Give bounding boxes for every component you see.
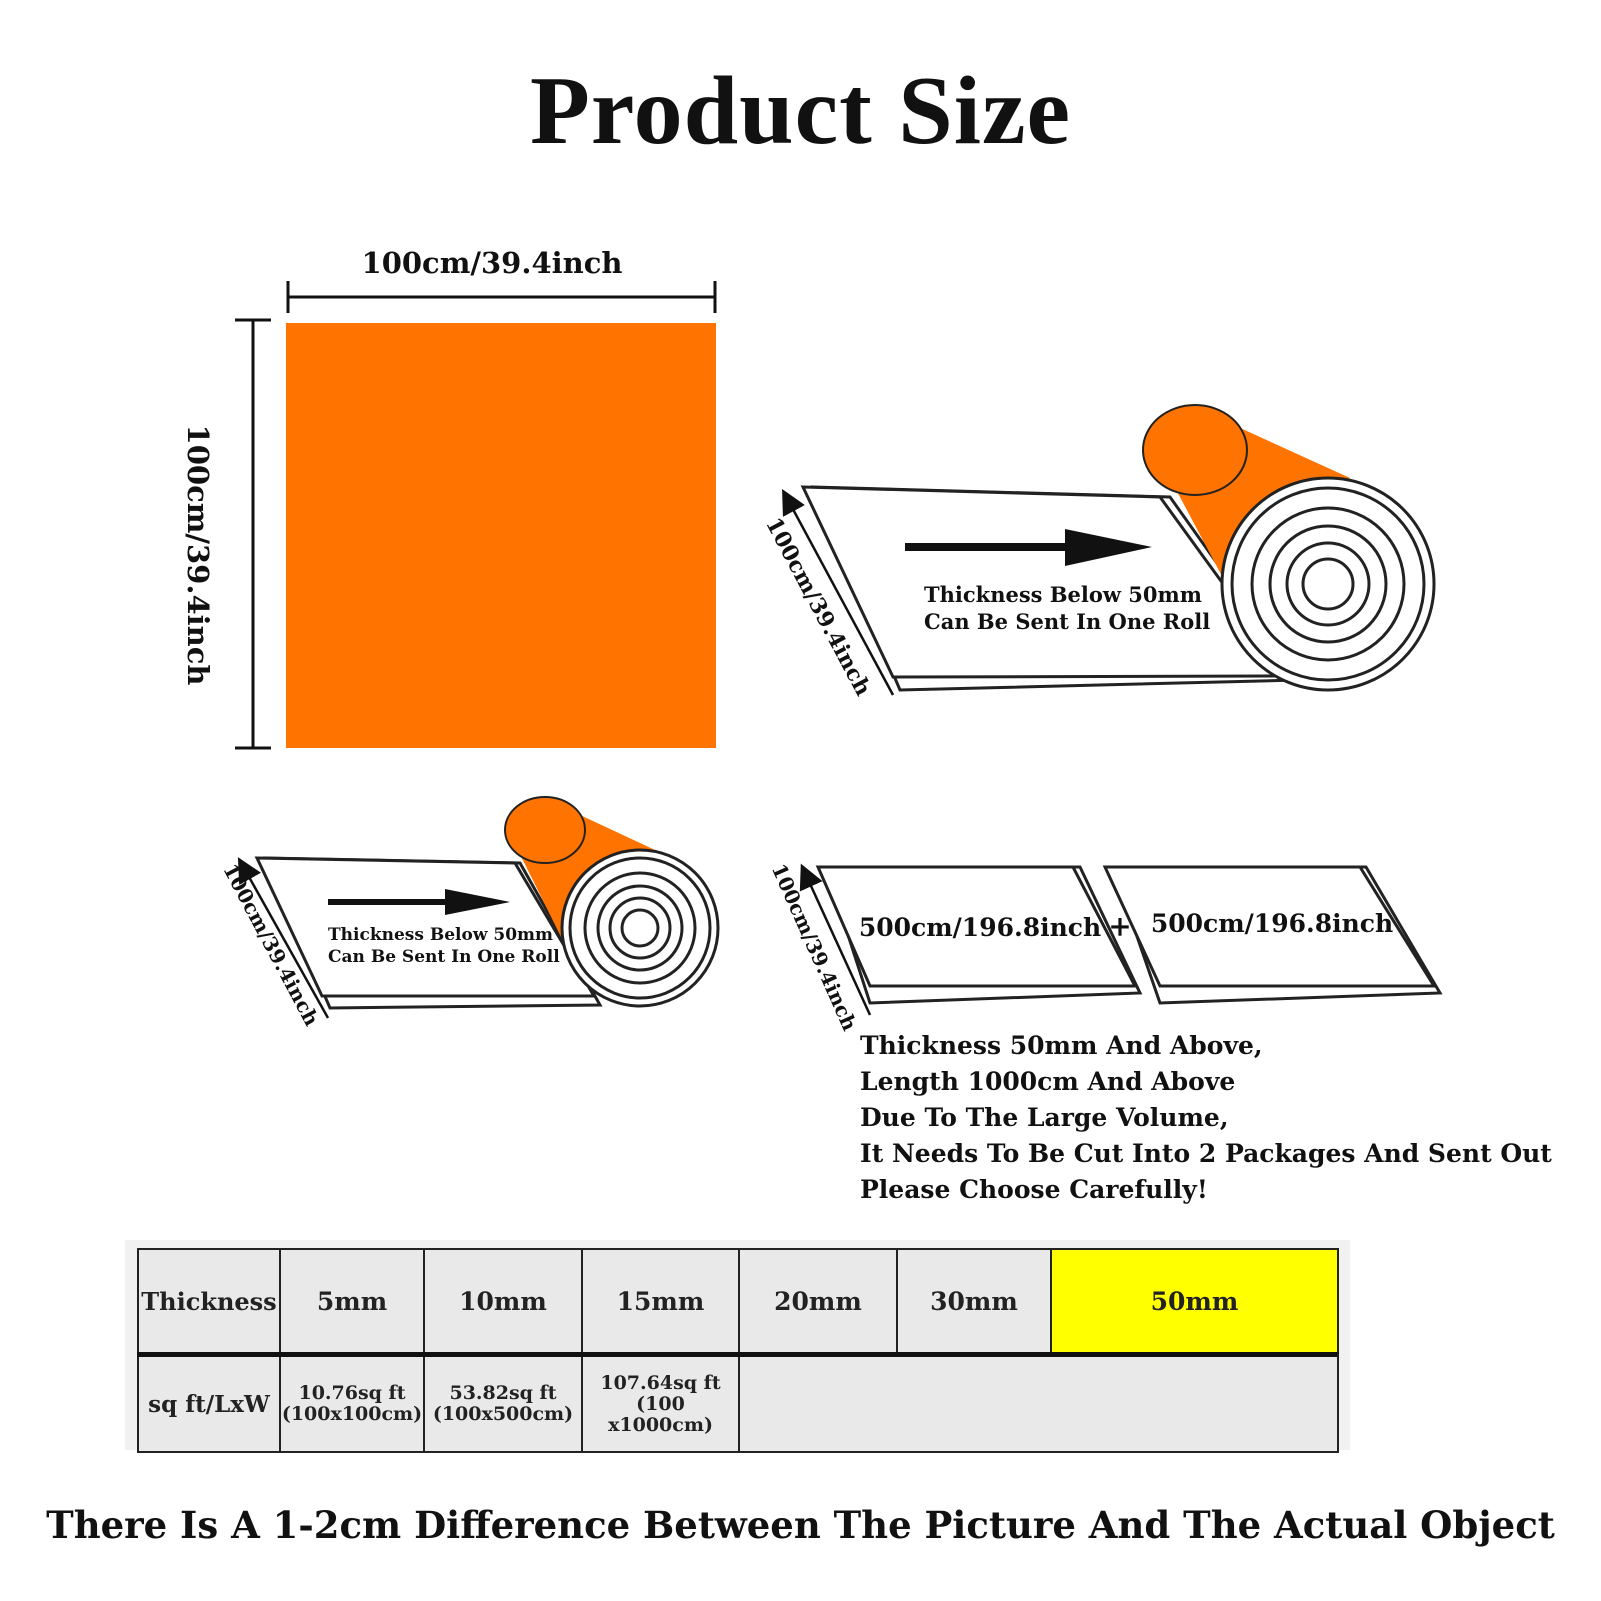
thickness-cell: 15mm bbox=[581, 1248, 740, 1357]
table-row: Thickness 5mm 10mm 15mm 20mm 30mm 50mm bbox=[137, 1248, 1339, 1357]
disclaimer-footer: There Is A 1-2cm Difference Between The … bbox=[46, 1503, 1555, 1547]
small-roll-group: Thickness Below 50mm Can Be Sent In One … bbox=[218, 796, 720, 1030]
thickness-cell: 20mm bbox=[738, 1248, 898, 1357]
thickness-cell-highlighted: 50mm bbox=[1050, 1248, 1339, 1357]
note-line: Please Choose Carefully! bbox=[860, 1175, 1208, 1204]
area-dims: (100 x1000cm) bbox=[608, 1392, 713, 1436]
area-cell-empty bbox=[738, 1353, 1339, 1453]
package-piece-1-label: 500cm/196.8inch bbox=[859, 913, 1101, 942]
area-cell: 107.64sq ft(100 x1000cm) bbox=[581, 1353, 740, 1453]
row-header-thickness: Thickness bbox=[137, 1248, 281, 1357]
split-pack-group: 500cm/196.8inch + 500cm/196.8inch 100cm/… bbox=[767, 860, 1443, 1035]
area-cell: 53.82sq ft(100x500cm) bbox=[423, 1353, 583, 1453]
package-piece-2-label: 500cm/196.8inch bbox=[1151, 909, 1393, 938]
area-dims: (100x500cm) bbox=[432, 1403, 574, 1425]
roll-sheet-top bbox=[254, 856, 597, 998]
area-sqft: 53.82sq ft bbox=[449, 1382, 557, 1404]
area-cell: 10.76sq ft(100x100cm) bbox=[279, 1353, 425, 1453]
thickness-cell: 10mm bbox=[423, 1248, 583, 1357]
thickness-cell: 30mm bbox=[896, 1248, 1052, 1357]
flat-sheet-group: 100cm/39.4inch 100cm/39.4inch bbox=[181, 246, 717, 750]
roll-note-line2: Can Be Sent In One Roll bbox=[924, 609, 1210, 634]
area-sqft: 10.76sq ft bbox=[298, 1382, 406, 1404]
plus-sign: + bbox=[1108, 910, 1131, 943]
package-width-arrow bbox=[799, 863, 872, 1016]
foam-sheet bbox=[286, 323, 716, 748]
roll-width-arrow bbox=[782, 488, 895, 696]
sheet-height-label: 100cm/39.4inch bbox=[181, 425, 215, 686]
note-line: Due To The Large Volume, bbox=[860, 1103, 1229, 1132]
roll-note-line1: Thickness Below 50mm bbox=[924, 582, 1202, 607]
roll-width-arrow bbox=[237, 857, 330, 1019]
area-dims: (100x100cm) bbox=[281, 1403, 423, 1425]
large-volume-note: Thickness 50mm And Above, Length 1000cm … bbox=[860, 1028, 1552, 1208]
note-line: Length 1000cm And Above bbox=[860, 1067, 1236, 1096]
page-title: Product Size bbox=[530, 57, 1071, 165]
area-sqft: 107.64sq ft bbox=[600, 1371, 721, 1394]
large-roll-group: Thickness Below 50mm Can Be Sent In One … bbox=[760, 404, 1436, 700]
note-line: It Needs To Be Cut Into 2 Packages And S… bbox=[860, 1139, 1552, 1168]
roll-note-line2: Can Be Sent In One Roll bbox=[328, 947, 560, 967]
note-line: Thickness 50mm And Above, bbox=[860, 1031, 1263, 1060]
row-header-area: sq ft/LxW bbox=[137, 1353, 281, 1453]
sheet-width-label: 100cm/39.4inch bbox=[362, 246, 623, 280]
roll-end-ring bbox=[1220, 476, 1436, 692]
table-row: sq ft/LxW 10.76sq ft(100x100cm) 53.82sq … bbox=[137, 1353, 1339, 1453]
thickness-cell: 5mm bbox=[279, 1248, 425, 1357]
spec-table-panel: Thickness 5mm 10mm 15mm 20mm 30mm 50mm s… bbox=[125, 1240, 1350, 1453]
roll-note-line1: Thickness Below 50mm bbox=[328, 925, 553, 945]
spec-table: Thickness 5mm 10mm 15mm 20mm 30mm 50mm s… bbox=[137, 1248, 1339, 1453]
